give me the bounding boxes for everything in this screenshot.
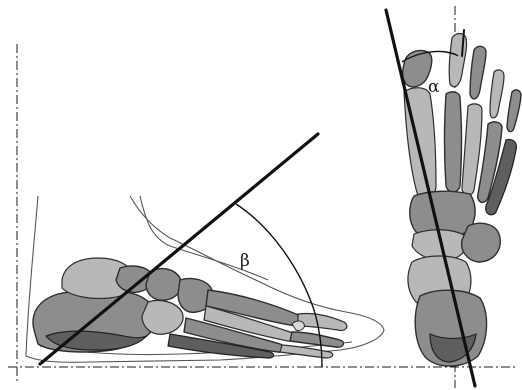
dorsal-foot-bones — [403, 34, 521, 367]
lateral-angle-label: β — [240, 251, 250, 271]
dorsal-view: α — [386, 10, 521, 386]
toe-phalanges-2 — [290, 332, 343, 347]
lateral-foot-bones — [33, 258, 347, 358]
dorsal-metatarsal-2 — [445, 92, 462, 192]
dorsal-toe-4 — [490, 70, 504, 118]
dorsal-toe-3 — [470, 46, 486, 99]
dorsal-toe-5 — [507, 90, 521, 132]
dorsal-cuboid — [462, 223, 501, 262]
sesamoid-bone — [292, 321, 304, 331]
toe-phalanges-1 — [298, 313, 347, 330]
cuboid-bone — [142, 300, 183, 334]
dorsal-angle-label: α — [428, 77, 440, 97]
lateral-view: β — [26, 134, 384, 367]
dorsal-metatarsal-3 — [462, 104, 482, 195]
